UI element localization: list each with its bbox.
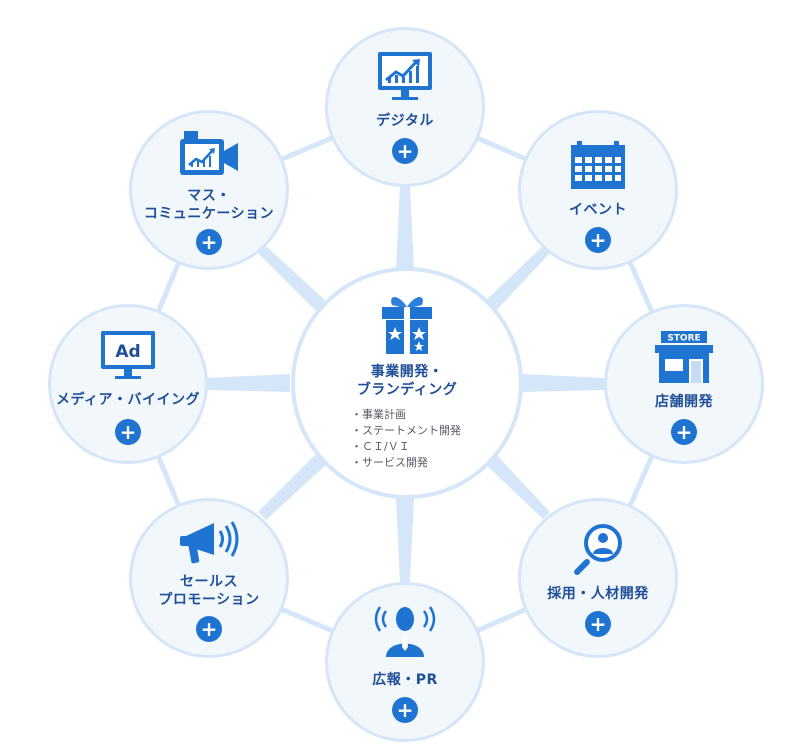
center-item: ステートメント開発 [351, 423, 461, 439]
spoke [206, 374, 290, 392]
node-pr[interactable]: 広報・PR + [325, 582, 485, 742]
video-camera-icon [176, 129, 242, 183]
ad-icon-text: Ad [115, 342, 140, 362]
center-item: サービス開発 [351, 455, 461, 471]
plus-icon[interactable]: + [585, 611, 611, 637]
spoke [396, 185, 414, 270]
ad-monitor-icon: Ad [95, 329, 161, 383]
node-recruit[interactable]: 採用・人材開発 + [518, 498, 678, 658]
store-icon: STORE [651, 331, 717, 385]
plus-icon[interactable]: + [196, 229, 222, 255]
spoke [522, 374, 605, 392]
gift-box-icon [378, 291, 436, 355]
node-digital[interactable]: デジタル + [325, 27, 485, 187]
calendar-icon [565, 139, 631, 193]
node-mass-communication[interactable]: マス・ コミュニケーション + [129, 110, 289, 270]
magnifier-person-icon [565, 523, 631, 577]
store-icon-text: STORE [667, 334, 700, 344]
node-store[interactable]: STORE 店舗開発 + [604, 304, 764, 464]
center-title: 事業開発・ ブランディング [356, 364, 458, 398]
node-label: 採用・人材開発 [547, 586, 649, 602]
node-sales-promotion[interactable]: セールス プロモーション + [129, 498, 289, 658]
node-event[interactable]: イベント + [518, 110, 678, 270]
center-business-development: 事業開発・ ブランディング 事業計画 ステートメント開発 ＣＩ/ＶＩ サービス開… [291, 267, 523, 499]
plus-icon[interactable]: + [671, 419, 697, 445]
node-media-buying[interactable]: Ad メディア・バイイング + [48, 304, 208, 464]
plus-icon[interactable]: + [392, 138, 418, 164]
plus-icon[interactable]: + [196, 616, 222, 642]
node-label: セールス プロモーション [158, 574, 260, 608]
node-label: メディア・バイイング [55, 392, 201, 408]
node-label: デジタル [376, 113, 434, 129]
plus-icon[interactable]: + [585, 227, 611, 253]
speaker-person-icon [372, 603, 438, 657]
spoke [481, 450, 550, 519]
node-label: 店舗開発 [655, 394, 713, 410]
node-label: マス・ コミュニケーション [143, 188, 275, 222]
node-label: イベント [569, 202, 627, 218]
node-label: 広報・PR [372, 672, 438, 688]
spoke [258, 450, 330, 520]
center-item-list: 事業計画 ステートメント開発 ＣＩ/ＶＩ サービス開発 [351, 407, 461, 471]
megaphone-icon [176, 515, 242, 569]
plus-icon[interactable]: + [115, 419, 141, 445]
center-item: 事業計画 [351, 407, 461, 423]
spoke [396, 498, 414, 582]
monitor-chart-icon [372, 50, 438, 104]
center-item: ＣＩ/ＶＩ [351, 439, 461, 455]
spoke [481, 246, 550, 315]
plus-icon[interactable]: + [392, 697, 418, 723]
spoke [258, 246, 330, 315]
